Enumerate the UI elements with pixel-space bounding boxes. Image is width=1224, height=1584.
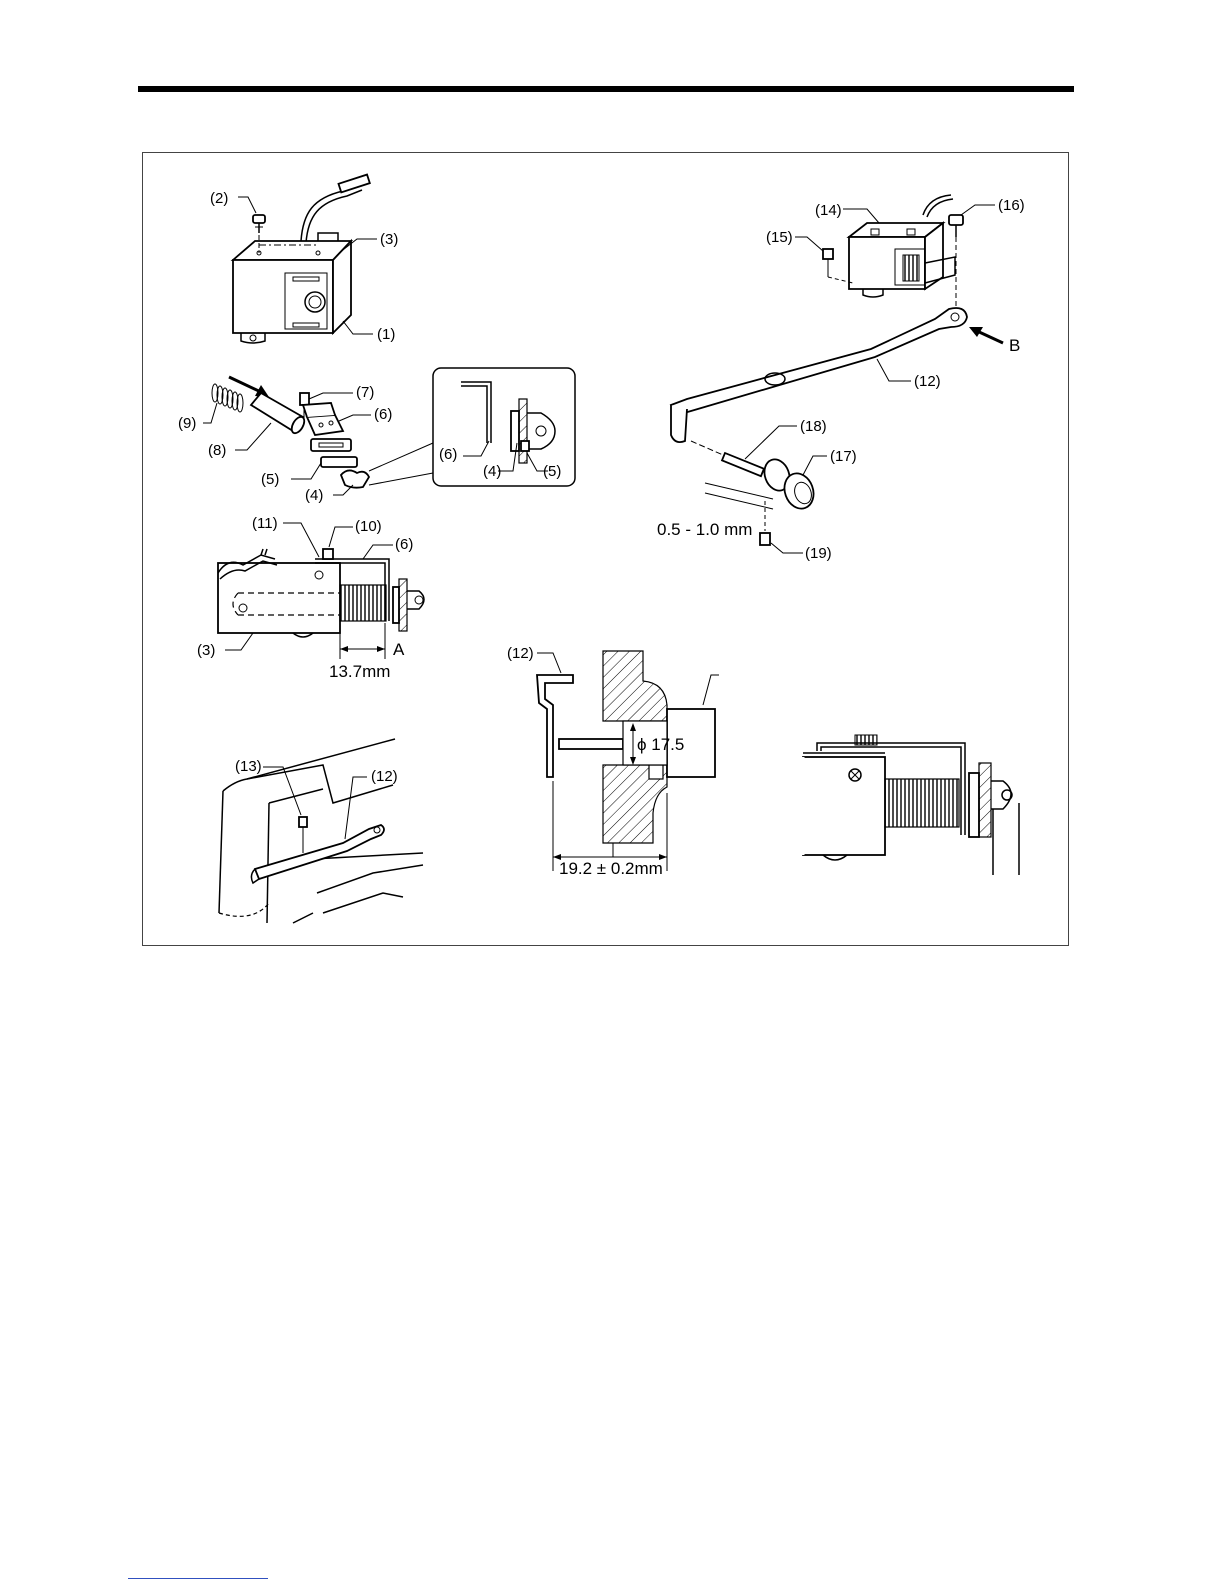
label-part-11: (11) — [252, 515, 278, 532]
dimension-diameter: ϕ 17.5 — [637, 735, 684, 754]
footer-link-underline[interactable] — [128, 1578, 268, 1579]
label-part-4-inset: (4) — [483, 463, 501, 480]
figure-frame: (2) (3) (1) — [142, 152, 1069, 946]
assembly-diagram: (2) (3) (1) — [143, 153, 1070, 947]
solenoid-top-view — [233, 175, 377, 343]
label-part-3: (3) — [380, 231, 398, 248]
plunger-exploded-view — [203, 377, 433, 495]
assembled-detail-view — [803, 735, 1019, 875]
label-part-18: (18) — [800, 418, 827, 435]
label-part-13: (13) — [235, 758, 262, 775]
label-part-1: (1) — [377, 326, 395, 343]
label-part-6-inset: (6) — [439, 446, 457, 463]
label-part-12-lever: (12) — [914, 373, 941, 390]
label-part-4: (4) — [305, 487, 323, 504]
dimension-gap-range: 0.5 - 1.0 mm — [657, 520, 752, 539]
marker-b: B — [1009, 336, 1020, 355]
header-rule — [138, 86, 1074, 92]
label-part-19: (19) — [805, 545, 832, 562]
label-part-6: (6) — [374, 406, 392, 423]
label-part-5-inset: (5) — [543, 463, 561, 480]
label-part-9: (9) — [178, 415, 196, 432]
label-part-3-side: (3) — [197, 642, 215, 659]
label-part-17: (17) — [830, 448, 857, 465]
label-part-16: (16) — [998, 197, 1025, 214]
label-part-2: (2) — [210, 190, 228, 207]
label-part-8: (8) — [208, 442, 226, 459]
label-part-15: (15) — [766, 229, 793, 246]
label-part-7: (7) — [356, 384, 374, 401]
label-part-12-head: (12) — [371, 768, 398, 785]
section-view — [537, 651, 719, 871]
dimension-19-2mm: 19.2 ± 0.2mm — [559, 859, 663, 878]
label-part-10: (10) — [355, 518, 382, 535]
lever-assembly-view — [671, 195, 1003, 553]
marker-a: A — [393, 640, 405, 659]
solenoid-side-view — [218, 523, 424, 659]
label-part-5: (5) — [261, 471, 279, 488]
label-part-12-section: (12) — [507, 645, 534, 662]
dimension-13-7mm: 13.7mm — [329, 662, 390, 681]
label-part-6-side: (6) — [395, 536, 413, 553]
label-part-14: (14) — [815, 202, 842, 219]
